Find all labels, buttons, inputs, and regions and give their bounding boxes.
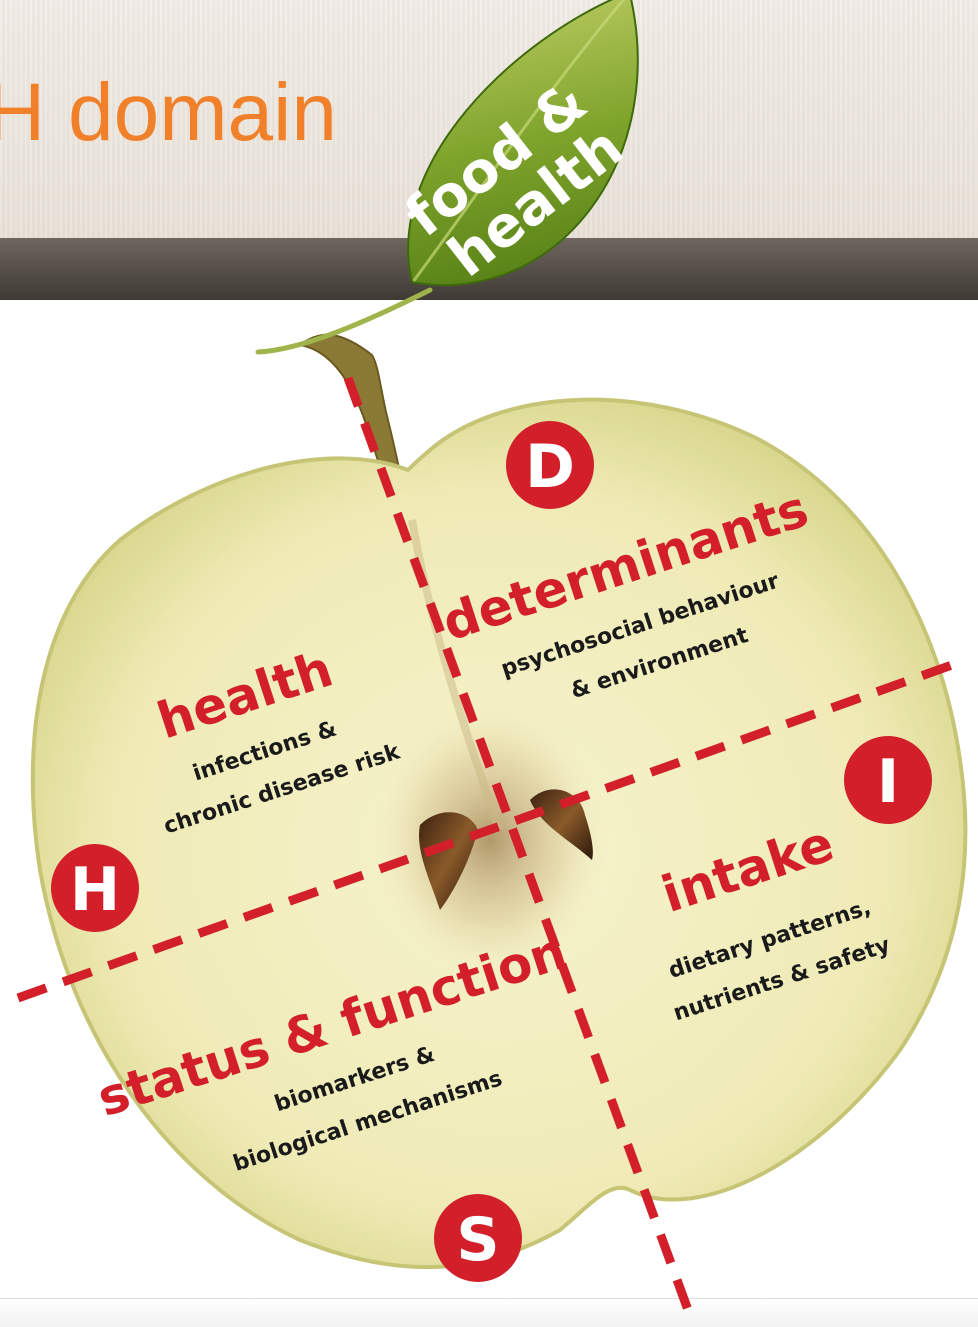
seed-left: [419, 812, 478, 910]
domain-h-badge: [51, 844, 139, 932]
footer-strip: [0, 1298, 978, 1327]
leaf: [407, 0, 639, 286]
apple-core: [370, 700, 610, 980]
domain-s-badge: [434, 1194, 522, 1282]
domain-h-letter: H: [70, 855, 120, 925]
domain-d-letter: D: [525, 432, 575, 502]
domain-i-letter: I: [877, 747, 899, 817]
divider-horizontal: [16, 655, 968, 1003]
domain-d-badge: [506, 421, 594, 509]
core-line: [408, 519, 504, 832]
seed-right: [530, 789, 593, 860]
slide-title: H domain: [0, 67, 337, 158]
divider-vertical: [343, 376, 693, 1312]
domain-s-letter: S: [456, 1205, 499, 1275]
leaf-petiole: [255, 287, 433, 355]
domain-i-badge: [844, 736, 932, 824]
